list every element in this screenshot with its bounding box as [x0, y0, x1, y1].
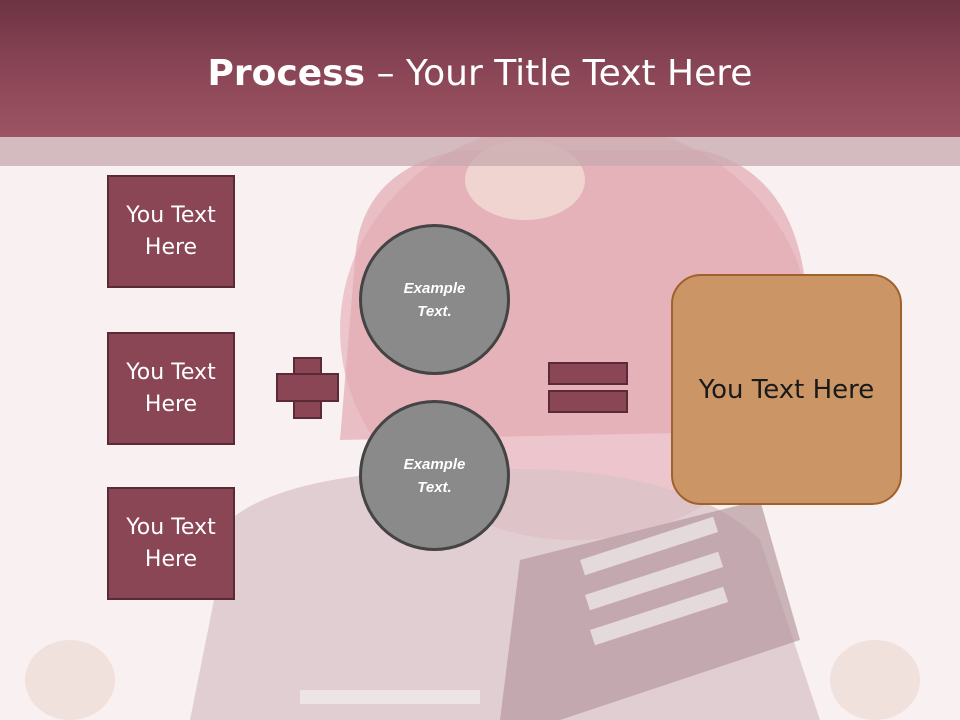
title-bold: Process — [207, 53, 366, 94]
left-box-1-label: You Text Here — [126, 202, 216, 260]
left-box-1[interactable]: You Text Here — [107, 175, 235, 288]
title-rest: – Your Title Text Here — [365, 53, 753, 94]
title-bar — [0, 0, 960, 137]
title-underband — [0, 137, 960, 166]
left-box-2-label: You Text Here — [126, 359, 216, 417]
circle-1[interactable]: Example Text. — [359, 224, 510, 375]
left-box-2[interactable]: You Text Here — [107, 332, 235, 445]
circle-2-label: Example Text. — [403, 455, 466, 496]
result-label: You Text Here — [698, 374, 875, 405]
slide-title[interactable]: Process – Your Title Text Here — [0, 52, 960, 96]
result-box[interactable]: You Text Here — [671, 274, 902, 505]
equals-top-bar — [548, 362, 628, 385]
left-box-3[interactable]: You Text Here — [107, 487, 235, 600]
circle-1-label: Example Text. — [403, 279, 466, 320]
left-box-3-label: You Text Here — [126, 514, 216, 572]
circle-2[interactable]: Example Text. — [359, 400, 510, 551]
plus-center — [295, 375, 320, 400]
equals-bottom-bar — [548, 390, 628, 413]
